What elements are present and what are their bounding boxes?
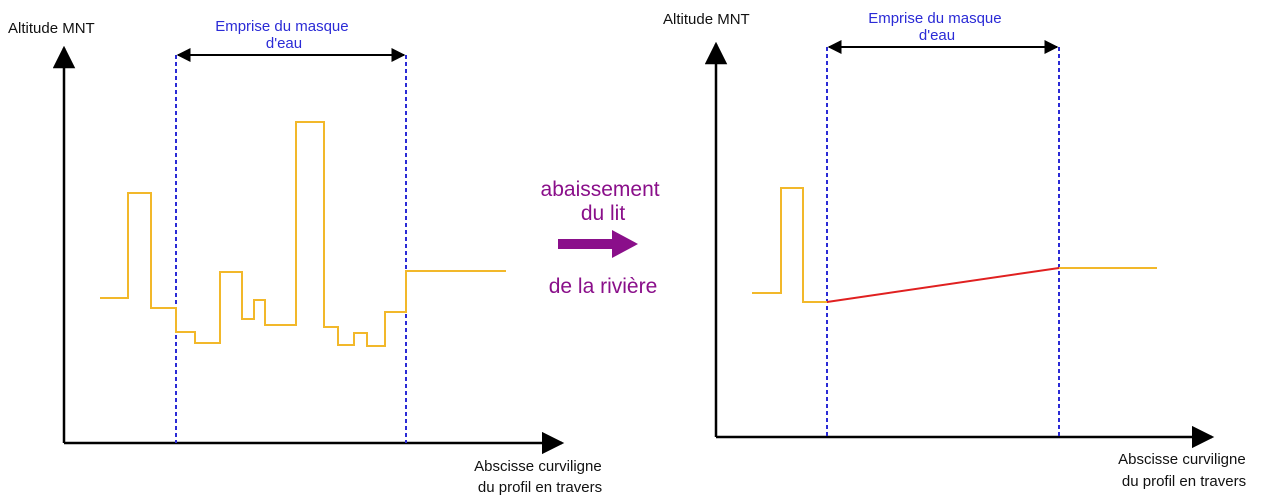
left-x-axis-label-line2: du profil en travers	[478, 479, 602, 496]
right-x-axis-label-line1: Abscisse curviligne	[1118, 451, 1246, 468]
left-x-axis-label: Abscisse curviligne du profil en travers	[474, 458, 606, 496]
left-x-axis-label-line1: Abscisse curviligne	[474, 458, 602, 475]
right-mask-label-line2: d'eau	[919, 27, 955, 44]
right-x-axis-label-line2: du profil en travers	[1122, 473, 1246, 490]
transition-line1: abaissement	[541, 178, 660, 201]
transition-line2: du lit	[581, 202, 626, 225]
transition-block: abaissement du lit de la rivière	[541, 178, 666, 298]
right-panel: Altitude MNT Emprise du masque d'eau Abs…	[663, 10, 1250, 490]
transition-line3: de la rivière	[549, 275, 658, 298]
right-arrow-icon	[558, 230, 638, 258]
right-mask-label: Emprise du masque d'eau	[868, 10, 1006, 44]
transition-text: abaissement du lit	[541, 178, 666, 225]
right-corrected-riverbed	[826, 267, 1060, 303]
right-dem-profile-left-bank	[752, 187, 827, 303]
right-x-axis-label: Abscisse curviligne du profil en travers	[1118, 451, 1250, 490]
left-mask-label-line2: d'eau	[266, 35, 302, 52]
left-dem-profile	[100, 121, 506, 347]
left-panel: Altitude MNT Emprise du masque d'eau Abs…	[8, 18, 606, 496]
right-mask-label-line1: Emprise du masque	[868, 10, 1001, 27]
left-mask-label-line1: Emprise du masque	[215, 18, 348, 35]
left-y-axis-label: Altitude MNT	[8, 20, 95, 37]
left-mask-label: Emprise du masque d'eau	[215, 18, 353, 52]
right-y-axis-label: Altitude MNT	[663, 11, 750, 28]
